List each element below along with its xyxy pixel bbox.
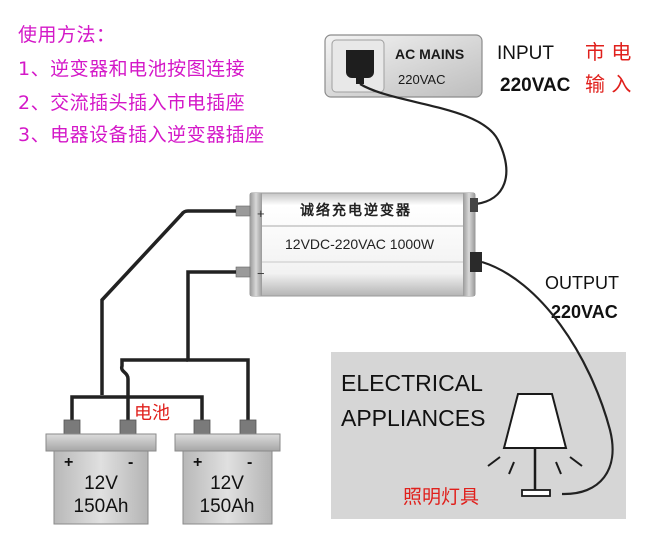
battery-2: + - 12V 150Ah	[174, 419, 281, 525]
input-voltage: 220VAC	[500, 75, 571, 96]
inverter-plus-terminal-label: +	[257, 206, 265, 221]
wire-negative-main	[186, 270, 250, 424]
ac-mains-label: AC MAINS	[395, 46, 464, 62]
battery-wiring	[70, 209, 250, 424]
output-cable	[481, 260, 614, 496]
instructions-title: 使用方法：	[18, 24, 116, 46]
instruction-step-3: 3、电器设备插入逆变器插座	[18, 124, 265, 146]
battery-label: 电池	[134, 403, 170, 424]
inverter-minus-terminal-label: −	[257, 266, 265, 281]
lamp-label: 照明灯具	[403, 486, 479, 508]
input-cn-bottom: 输 入	[585, 72, 631, 96]
battery-1-voltage: 12V	[84, 473, 118, 494]
lamp-icon	[487, 393, 583, 497]
battery-1-capacity: 150Ah	[74, 496, 129, 517]
appliances-line-2: APPLIANCES	[341, 405, 485, 431]
inverter-positive-connector	[235, 205, 251, 217]
battery-1: + - 12V 150Ah	[45, 419, 157, 525]
battery-1-minus: -	[128, 454, 133, 471]
ac-mains-voltage: 220VAC	[398, 72, 445, 87]
inverter-title: 诚络充电逆变器	[300, 202, 412, 219]
inverter-spec: 12VDC-220VAC 1000W	[285, 236, 435, 252]
wire-negative-link	[119, 358, 188, 424]
input-cn-top: 市 电	[585, 40, 631, 64]
ac-input-cable	[359, 83, 508, 206]
inverter-unit: 诚络充电逆变器 12VDC-220VAC 1000W + −	[249, 192, 482, 297]
wire-positive-main	[100, 209, 236, 395]
instruction-step-2: 2、交流插头插入市电插座	[18, 92, 246, 114]
appliances-panel	[331, 352, 626, 519]
appliances-line-1: ELECTRICAL	[341, 370, 483, 396]
plug-icon	[346, 50, 374, 84]
output-voltage: 220VAC	[551, 302, 618, 322]
battery-2-voltage: 12V	[210, 473, 244, 494]
ac-mains-socket: AC MAINS 220VAC	[324, 34, 483, 98]
instruction-step-1: 1、逆变器和电池按图连接	[18, 58, 246, 80]
battery-2-capacity: 150Ah	[200, 496, 255, 517]
inverter-negative-connector	[235, 266, 251, 278]
input-label: INPUT	[497, 43, 554, 64]
battery-2-plus: +	[193, 454, 202, 471]
battery-1-plus: +	[64, 454, 73, 471]
battery-2-minus: -	[247, 454, 252, 471]
wire-positive-link	[70, 395, 204, 424]
output-label: OUTPUT	[545, 273, 619, 293]
